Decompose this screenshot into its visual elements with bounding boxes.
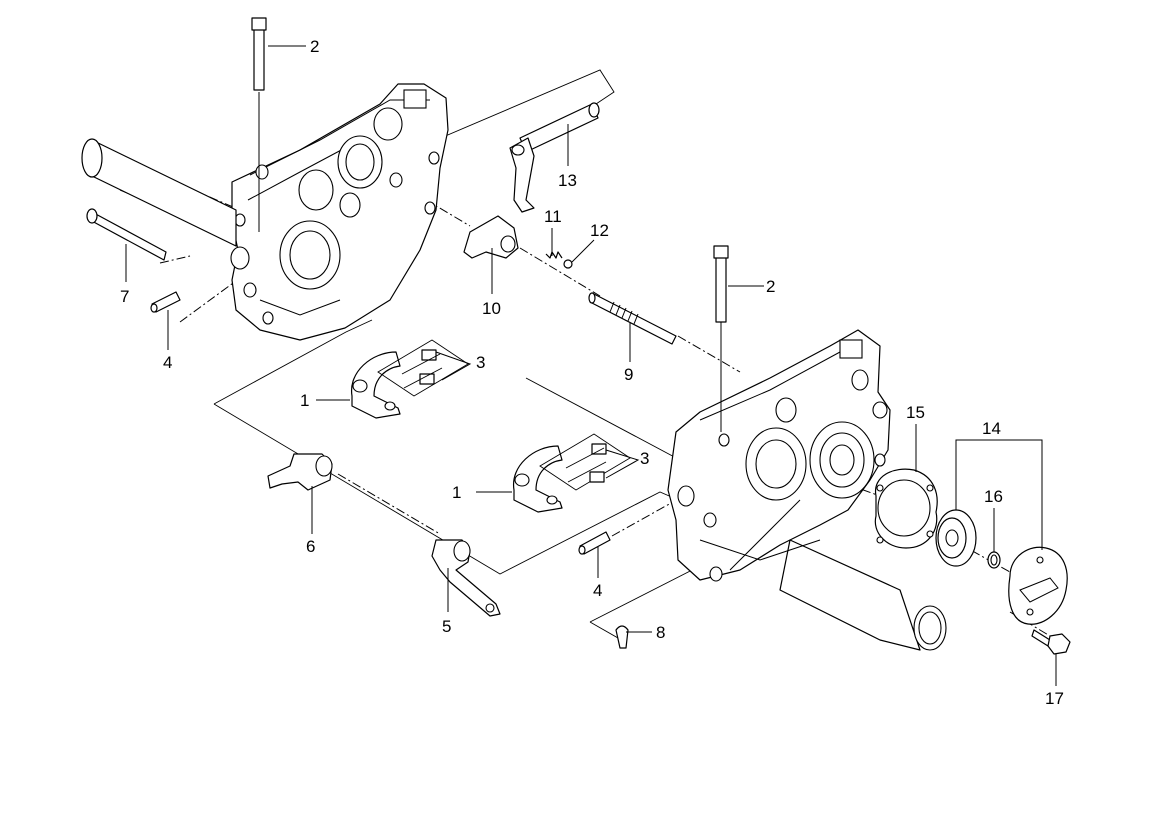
shift-fork-1-upper [351, 351, 401, 419]
callout-4-right: 4 [593, 581, 602, 600]
o-ring [987, 551, 1001, 569]
ball [563, 259, 573, 269]
oil-seal [935, 509, 977, 567]
gasket [874, 468, 938, 549]
callout-3-upper: 3 [476, 353, 485, 372]
stud-bolt-lower [713, 245, 729, 432]
callout-13: 13 [558, 171, 577, 190]
end-cover [1008, 546, 1068, 625]
shift-arm-5 [431, 539, 501, 617]
shift-fork-1-lower [513, 445, 563, 513]
callout-9: 9 [624, 365, 633, 384]
shift-rod [588, 292, 677, 345]
long-bolt [86, 208, 167, 261]
callout-3-lower: 3 [640, 449, 649, 468]
spring [545, 251, 563, 259]
callout-1-upper: 1 [300, 391, 309, 410]
callout-1-lower: 1 [452, 483, 461, 502]
hex-bolt [1031, 629, 1071, 655]
callout-15: 15 [906, 403, 925, 422]
callout-11: 11 [544, 207, 562, 226]
callout-17: 17 [1045, 689, 1064, 708]
callout-16: 16 [984, 487, 1003, 506]
callout-4-left: 4 [163, 353, 172, 372]
callout-12: 12 [590, 221, 609, 240]
leader-lines [125, 45, 1057, 686]
callout-6: 6 [306, 537, 315, 556]
callout-5: 5 [442, 617, 451, 636]
callout-14: 14 [982, 419, 1001, 438]
right-gearbox-housing [667, 329, 947, 651]
callout-2-upper: 2 [310, 37, 319, 56]
callout-8: 8 [656, 623, 665, 642]
callout-10: 10 [482, 299, 501, 318]
assembly-boundary-lines [99, 69, 1051, 639]
stud-bolt-upper [251, 17, 267, 232]
shift-lever-shaft [509, 102, 600, 213]
fork-pads-upper [377, 339, 469, 397]
callout-2-lower: 2 [766, 277, 775, 296]
left-gearbox-housing [230, 83, 449, 341]
dowel-pin-right [578, 531, 611, 555]
split-pin [615, 625, 629, 649]
shift-arm-6 [267, 453, 333, 491]
callout-7: 7 [120, 287, 129, 306]
shaft-tube [81, 138, 237, 247]
dowel-pin-left [150, 291, 181, 313]
callout-labels: 2 2 7 4 4 13 11 12 10 9 3 3 1 1 6 5 8 15… [120, 37, 1064, 708]
shift-fork-10 [463, 215, 519, 259]
